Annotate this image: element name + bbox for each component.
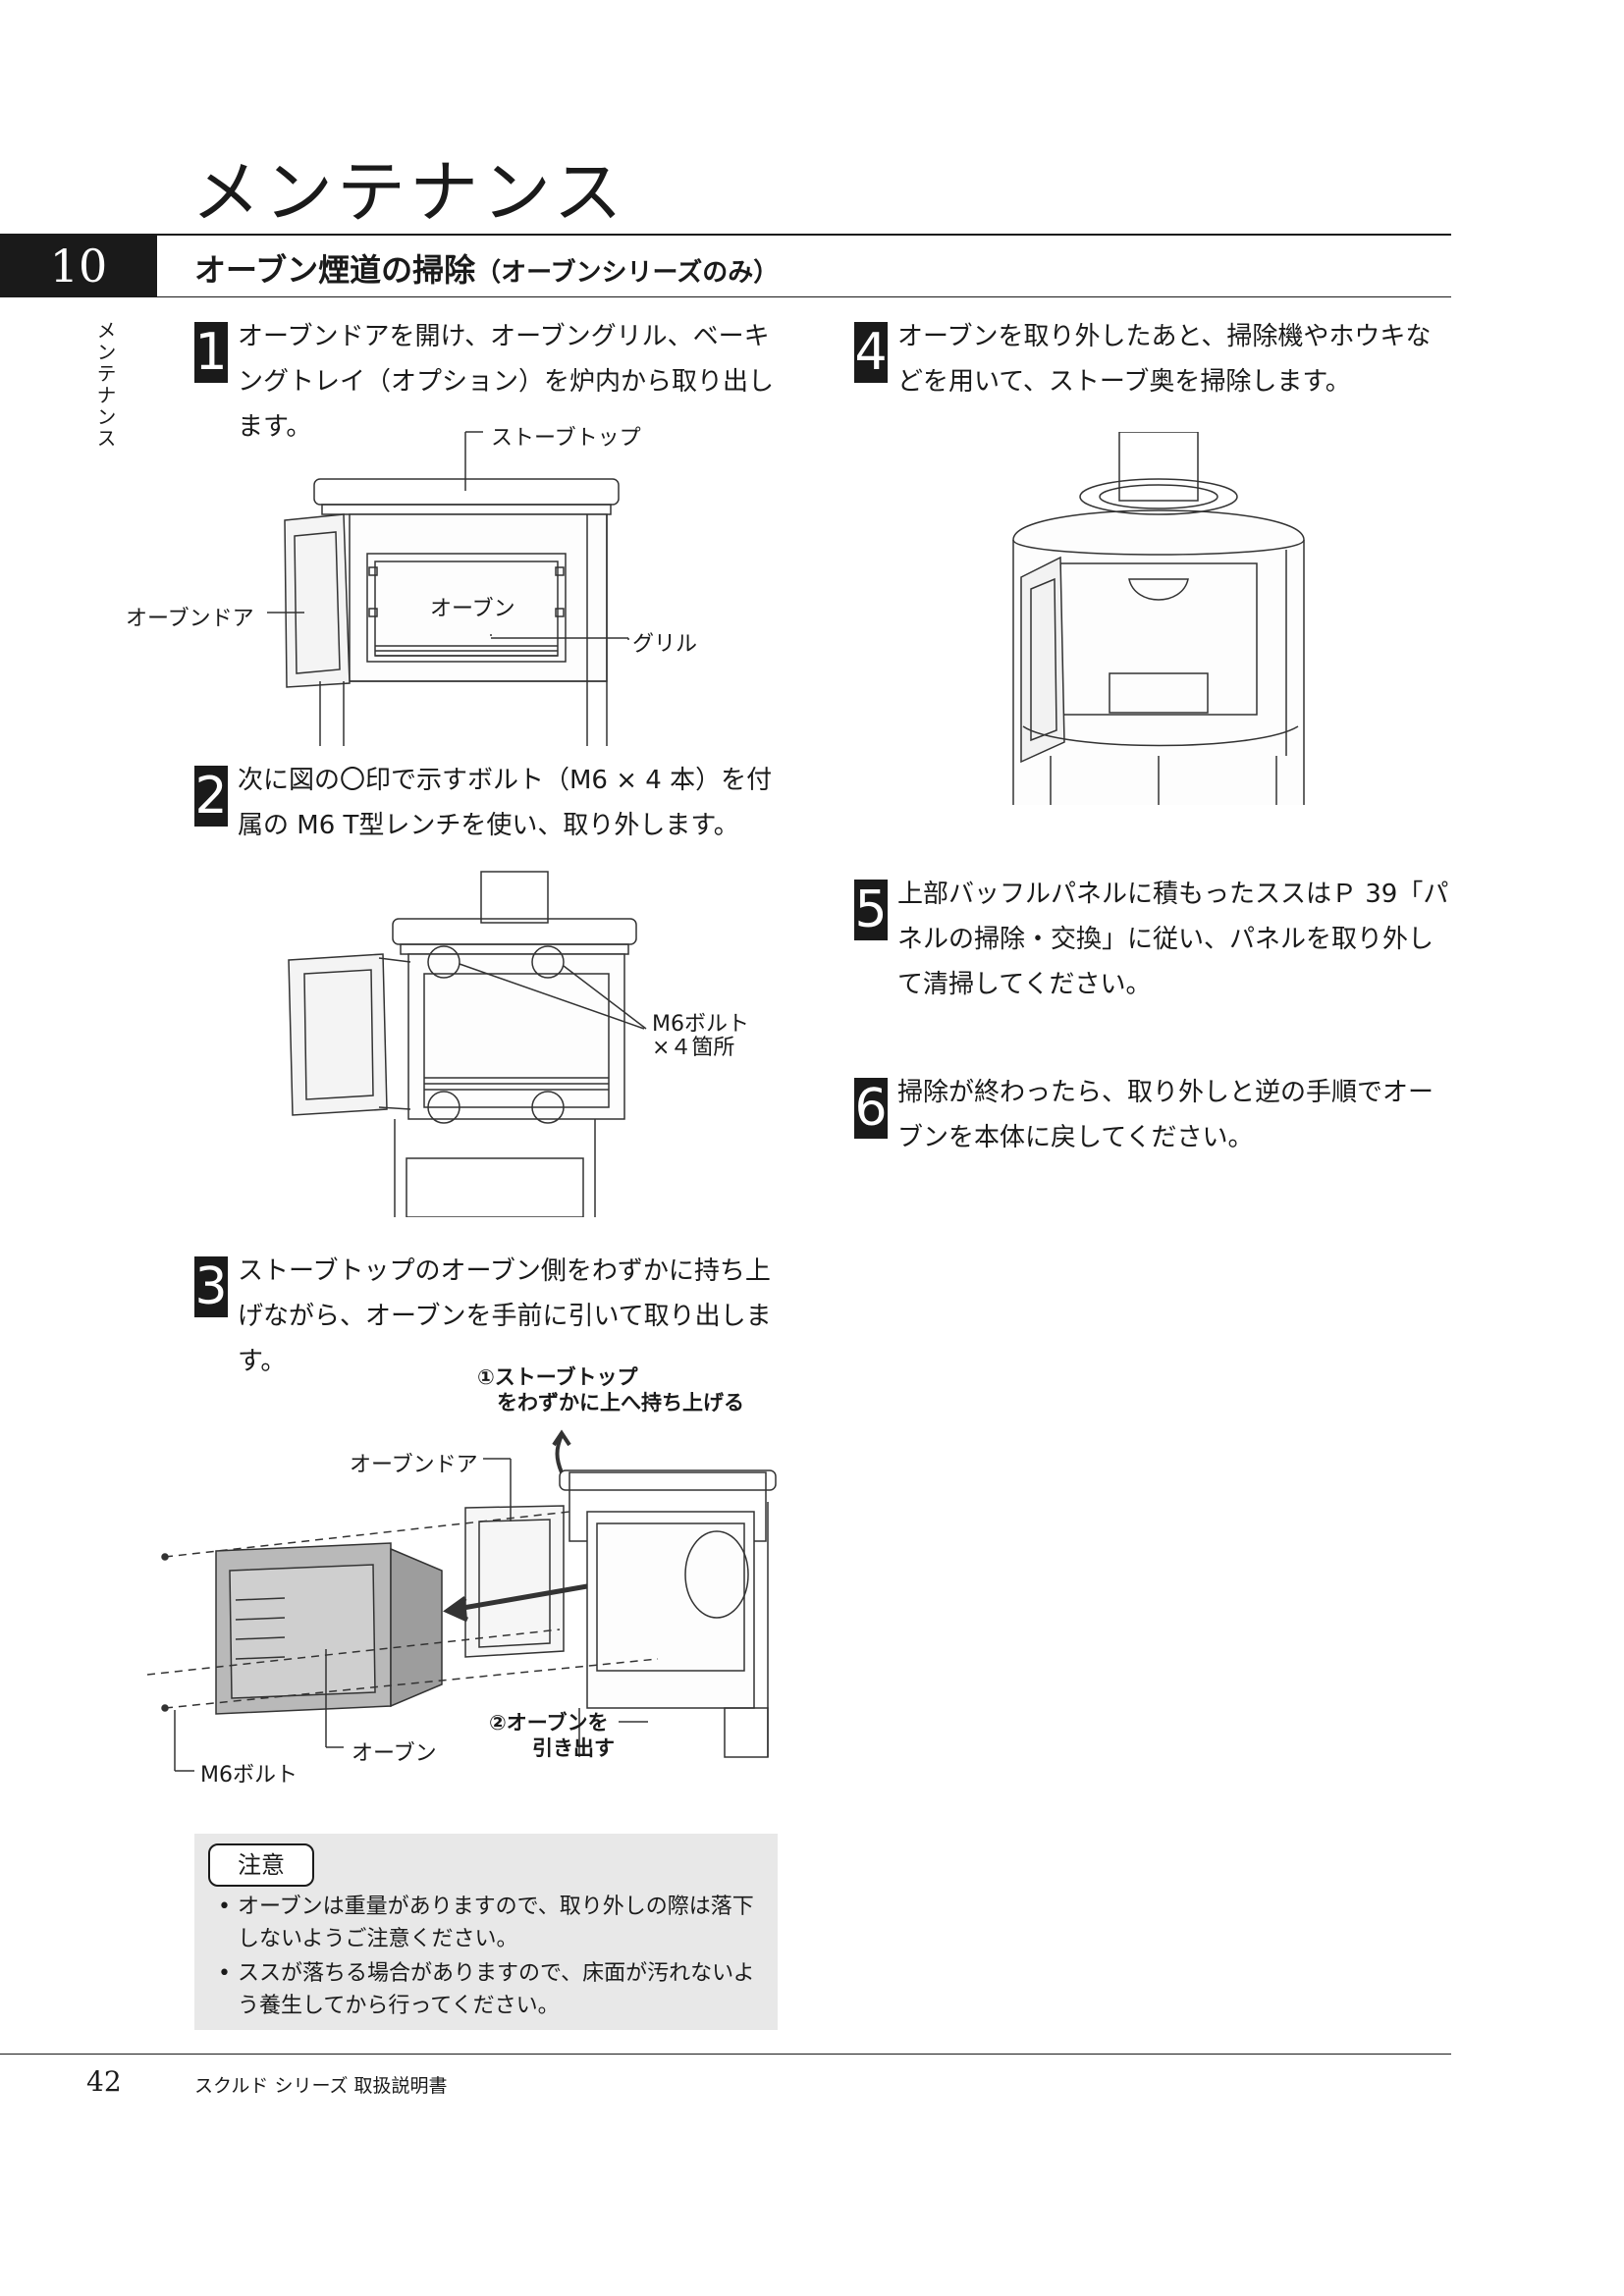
stove-bolts-illustration	[275, 864, 785, 1217]
section-title-main: オーブン煙道の掃除	[194, 251, 476, 289]
footer-rule	[0, 2054, 1451, 2055]
step-1: 1 オーブンドアを開け、オーブングリル、ベーキングトレイ（オプション）を炉内から…	[194, 314, 784, 450]
caution-item: オーブンは重量がありますので、取り外しの際は落下しないようご注意ください。	[216, 1891, 766, 1955]
label-pull-line1: ②オーブンを	[489, 1711, 609, 1735]
stove-oven-illustration	[118, 412, 795, 746]
label-bolt-line1: M6ボルト	[652, 1012, 749, 1037]
section-number: 10	[0, 236, 157, 296]
caution-item: ススが落ちる場合がありますので、床面が汚れないよう養生してから行ってください。	[216, 1957, 766, 2022]
step-6: 6 掃除が終わったら、取り外しと逆の手順でオーブンを本体に戻してください。	[854, 1070, 1451, 1160]
stove-empty-illustration	[962, 432, 1335, 805]
figure-oven-door-open: ストーブトップ オーブンドア オーブン グリル	[118, 412, 795, 746]
step-text: ストーブトップのオーブン側をわずかに持ち上げながら、オーブンを手前に引いて取り出…	[238, 1256, 772, 1376]
section-subtitle: （オーブンシリーズのみ）	[475, 258, 780, 288]
label-bolt-line2: ×４箇所	[652, 1036, 735, 1060]
label-oven: オーブン	[430, 597, 515, 621]
figure-bolts: M6ボルト ×４箇所	[275, 864, 785, 1217]
section-top-rule	[0, 234, 1451, 236]
label-oven-door: オーブンドア	[126, 607, 254, 631]
step-text: 次に図の〇印で示すボルト（M6 × 4 本）を付属の M6 T型レンチを使い、取…	[238, 766, 773, 840]
label-grill: グリル	[632, 632, 698, 657]
step-number: 1	[194, 322, 228, 383]
caution-list: オーブンは重量がありますので、取り外しの際は落下しないようご注意ください。 スス…	[216, 1891, 766, 2022]
step-text: 上部バッフルパネルに積もったススはＰ 39「パネルの掃除・交換」に従い、パネルを…	[897, 880, 1449, 999]
step-number: 5	[854, 880, 888, 940]
step-text: オーブンドアを開け、オーブングリル、ベーキングトレイ（オプション）を炉内から取り…	[238, 322, 775, 442]
figure-oven-removed	[962, 432, 1335, 805]
label-lift-line1: ①ストーブトップ	[477, 1365, 638, 1389]
step-3: 3 ストーブトップのオーブン側をわずかに持ち上げながら、オーブンを手前に引いて取…	[194, 1249, 784, 1384]
step-number: 6	[854, 1078, 888, 1139]
label-stove-top: ストーブトップ	[491, 426, 641, 451]
label-oven: オーブン	[352, 1741, 437, 1766]
step-text: 掃除が終わったら、取り外しと逆の手順でオーブンを本体に戻してください。	[897, 1078, 1435, 1152]
caution-badge: 注意	[208, 1843, 314, 1887]
caution-box: 注意 オーブンは重量がありますので、取り外しの際は落下しないようご注意ください。…	[194, 1834, 778, 2030]
step-text: オーブンを取り外したあと、掃除機やホウキなどを用いて、ストーブ奥を掃除します。	[897, 322, 1432, 397]
step-4: 4 オーブンを取り外したあと、掃除機やホウキなどを用いて、ストーブ奥を掃除します…	[854, 314, 1451, 404]
manual-title: スクルド シリーズ 取扱説明書	[194, 2075, 448, 2097]
oven-removal-illustration	[147, 1364, 785, 1796]
step-5: 5 上部バッフルパネルに積もったススはＰ 39「パネルの掃除・交換」に従い、パネ…	[854, 872, 1451, 1007]
label-lift-line2: をわずかに上へ持ち上げる	[497, 1391, 744, 1415]
step-2: 2 次に図の〇印で示すボルト（M6 × 4 本）を付属の M6 T型レンチを使い…	[194, 758, 784, 848]
label-m6-bolt: M6ボルト	[200, 1763, 298, 1788]
side-tab-label: メンテナンス	[93, 320, 117, 450]
label-pull-line2: 引き出す	[532, 1736, 615, 1760]
step-number: 3	[194, 1256, 228, 1317]
section-bottom-rule	[0, 296, 1451, 297]
step-number: 4	[854, 322, 888, 383]
label-oven-door: オーブンドア	[350, 1453, 478, 1477]
step-number: 2	[194, 766, 228, 827]
section-title: オーブン煙道の掃除（オーブンシリーズのみ）	[194, 245, 779, 291]
figure-pull-oven: ①ストーブトップ をわずかに上へ持ち上げる オーブンドア ②オーブンを 引き出す…	[147, 1364, 785, 1796]
page-title: メンテナンス	[191, 152, 626, 233]
page-number: 42	[86, 2065, 122, 2098]
